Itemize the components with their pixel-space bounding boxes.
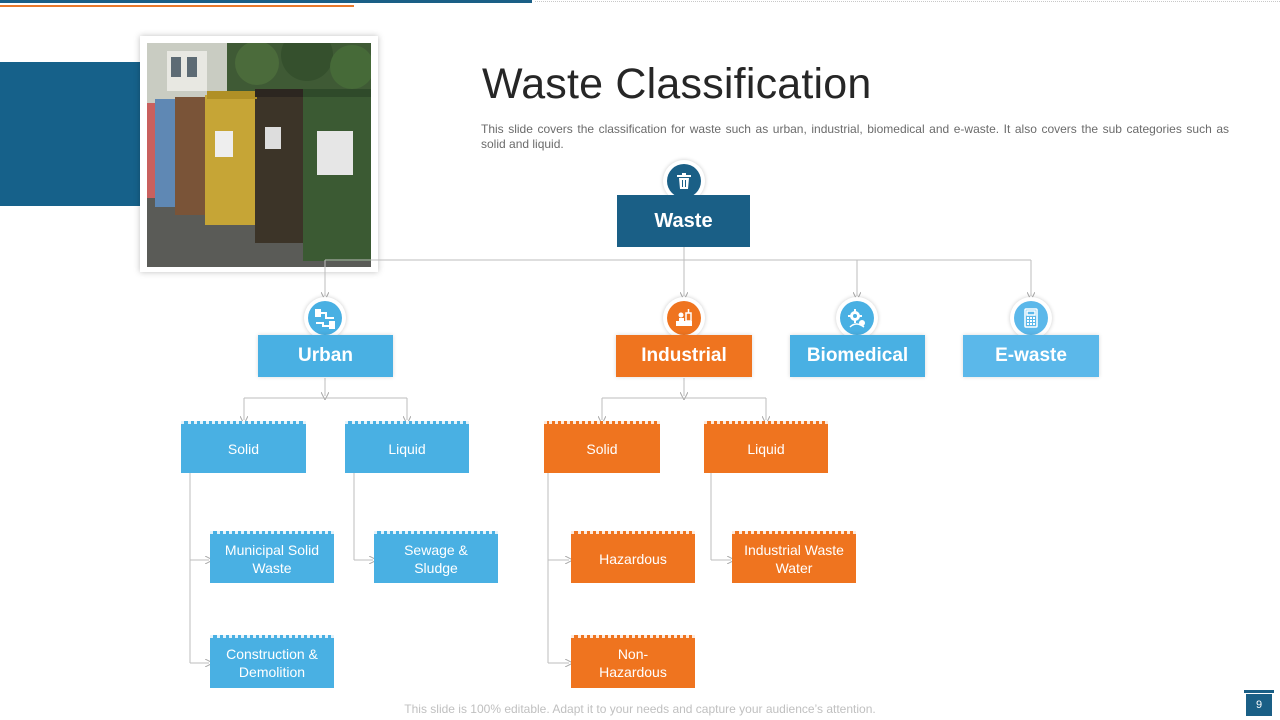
node-sewage-sludge: Sewage & Sludge xyxy=(374,531,498,583)
page-number: 9 xyxy=(1244,690,1274,716)
node-industrial: Industrial xyxy=(616,335,752,377)
node-industrial-solid: Solid xyxy=(544,421,660,473)
node-ewaste: E-waste xyxy=(963,335,1099,377)
waste-bins-illustration xyxy=(147,43,371,267)
pipes-icon xyxy=(308,301,342,335)
industrial-icon-badge xyxy=(663,297,705,339)
node-urban-solid: Solid xyxy=(181,421,306,473)
node-urban-liquid: Liquid xyxy=(345,421,469,473)
trash-can-icon xyxy=(667,164,701,198)
top-accent-bar xyxy=(0,0,532,3)
node-hazardous: Hazardous xyxy=(571,531,695,583)
biomedical-icon-badge xyxy=(836,297,878,339)
ewaste-icon-badge xyxy=(1010,297,1052,339)
biomedical-gear-icon xyxy=(840,301,874,335)
slide-subtitle: This slide covers the classification for… xyxy=(481,122,1229,151)
waste-bins-photo xyxy=(140,36,378,272)
top-dotted-rule xyxy=(535,1,1280,2)
node-waste: Waste xyxy=(617,195,750,247)
slide-title: Waste Classification xyxy=(482,60,872,108)
factory-worker-icon xyxy=(667,301,701,335)
node-construction-demolition: Construction & Demolition xyxy=(210,635,334,688)
node-industrial-liquid: Liquid xyxy=(704,421,828,473)
node-municipal-solid-waste: Municipal Solid Waste xyxy=(210,531,334,583)
calculator-icon xyxy=(1014,301,1048,335)
node-industrial-waste-water: Industrial Waste Water xyxy=(732,531,856,583)
node-biomedical: Biomedical xyxy=(790,335,925,377)
node-non-hazardous: Non-Hazardous xyxy=(571,635,695,688)
node-urban: Urban xyxy=(258,335,393,377)
urban-icon-badge xyxy=(304,297,346,339)
top-accent-bar-orange xyxy=(0,5,354,7)
left-color-block xyxy=(0,62,140,206)
footer-note: This slide is 100% editable. Adapt it to… xyxy=(404,702,876,716)
